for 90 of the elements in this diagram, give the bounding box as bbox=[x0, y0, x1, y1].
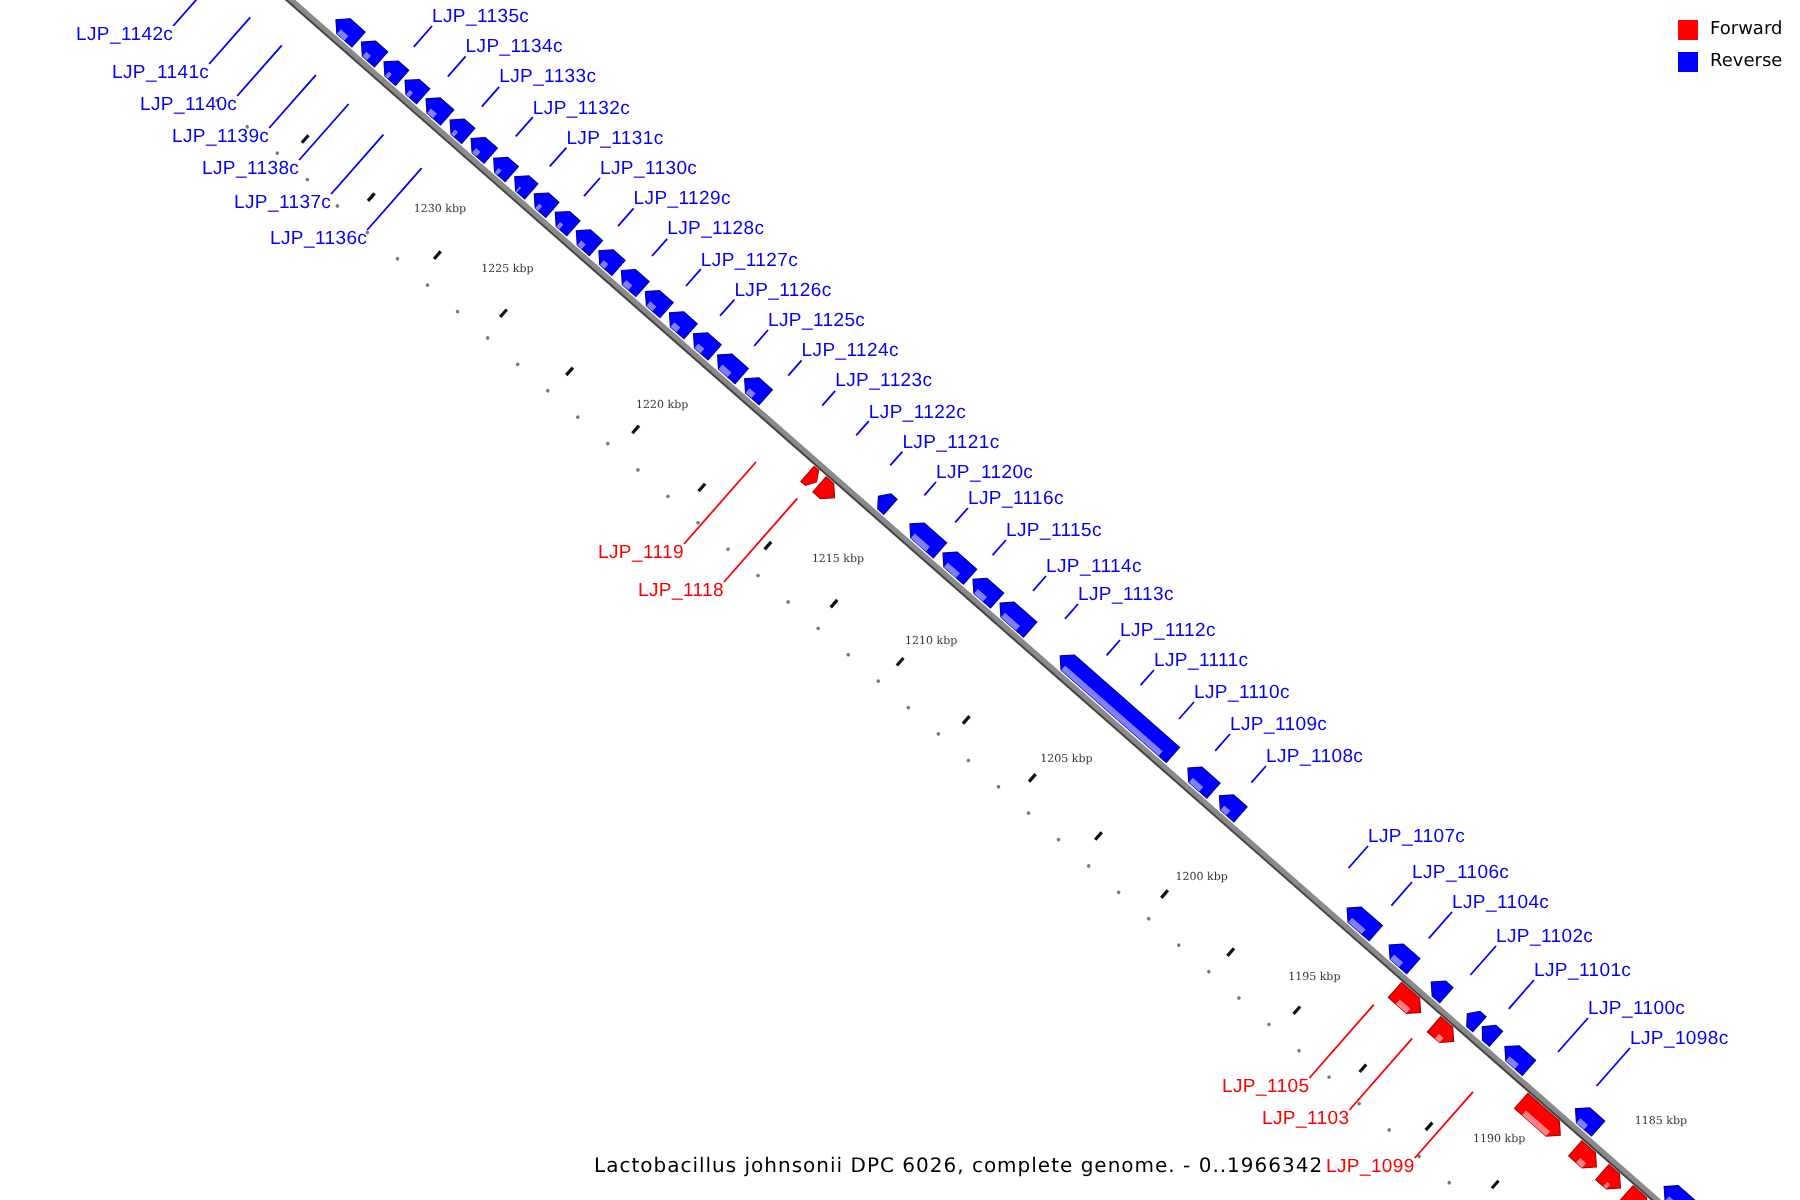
leader-line bbox=[1348, 1037, 1414, 1111]
gene-label: LJP_1142c bbox=[76, 24, 174, 46]
gene-label: LJP_1132c bbox=[532, 97, 631, 120]
gene-label: LJP_1115c bbox=[1006, 520, 1102, 542]
gene-label: LJP_1140c bbox=[140, 94, 238, 116]
leader-line bbox=[923, 481, 937, 497]
gene-label: LJP_1112c bbox=[1120, 620, 1216, 642]
gene-label: LJP_1137c bbox=[234, 192, 332, 214]
leader-line bbox=[330, 133, 385, 195]
leader-line bbox=[1427, 911, 1453, 940]
gene-label: LJP_1124c bbox=[801, 340, 899, 363]
leader-line bbox=[583, 177, 601, 198]
leader-line bbox=[1032, 575, 1047, 592]
legend-label: Reverse bbox=[1710, 50, 1783, 74]
caption: Lactobacillus johnsonii DPC 6026, complete genome. - 0..1966342 bbox=[594, 1156, 1324, 1178]
leader-line bbox=[366, 167, 423, 231]
gene-label: LJP_1131c bbox=[566, 127, 664, 150]
gene-label: LJP_1138c bbox=[202, 158, 300, 180]
leader-line bbox=[723, 497, 799, 583]
gene-label: LJP_1104c bbox=[1452, 892, 1550, 914]
leader-line bbox=[236, 44, 283, 97]
leader-line bbox=[787, 359, 803, 377]
gene-label: LJP_1126c bbox=[734, 279, 832, 302]
leader-line bbox=[1469, 945, 1497, 976]
leader-line bbox=[954, 507, 969, 524]
gene-label: LJP_1139c bbox=[172, 126, 270, 148]
gene-label: LJP_1128c bbox=[667, 218, 765, 241]
gene-label: LJP_1101c bbox=[1534, 960, 1632, 982]
gene-label: LJP_1108c bbox=[1266, 746, 1364, 768]
gene-label: LJP_1133c bbox=[499, 66, 597, 89]
leader-line bbox=[617, 207, 635, 228]
gene-label: LJP_1141c bbox=[112, 62, 210, 84]
gene-label: LJP_1135c bbox=[432, 6, 530, 28]
gene-label: LJP_1129c bbox=[633, 188, 731, 211]
leader-line bbox=[1507, 979, 1535, 1010]
leader-line bbox=[855, 420, 870, 437]
gene-label: LJP_1123c bbox=[835, 370, 933, 393]
leader-line bbox=[208, 16, 252, 65]
leader-line bbox=[889, 450, 904, 467]
leader-line bbox=[1390, 881, 1413, 907]
gene-label: LJP_1110c bbox=[1194, 682, 1290, 704]
legend-label: Forward bbox=[1710, 18, 1783, 42]
leader-line bbox=[1308, 1003, 1375, 1079]
gene-label: LJP_1105 bbox=[1222, 1076, 1310, 1098]
gene-label: LJP_1136c bbox=[270, 228, 368, 250]
leader-line bbox=[412, 25, 433, 48]
gene-label: LJP_1098c bbox=[1630, 1028, 1729, 1050]
leader-line bbox=[685, 268, 702, 287]
gene-label: LJP_1119 bbox=[598, 542, 684, 564]
leader-line bbox=[1178, 701, 1195, 720]
gene-label: LJP_1116c bbox=[968, 488, 1064, 510]
leader-line bbox=[298, 103, 350, 161]
leader-line bbox=[480, 85, 501, 108]
leader-line bbox=[548, 146, 568, 168]
leader-line bbox=[821, 389, 837, 407]
leader-line bbox=[683, 461, 757, 545]
gene-label: LJP_1120c bbox=[936, 462, 1034, 484]
leader-line bbox=[1557, 1017, 1589, 1053]
leader-line bbox=[1250, 765, 1267, 784]
leader-line bbox=[446, 55, 467, 78]
gene-label: LJP_1099 bbox=[1326, 1156, 1415, 1178]
gene-label: LJP_1134c bbox=[465, 36, 563, 59]
gene-label: LJP_1121c bbox=[902, 431, 1000, 454]
leader-line bbox=[1105, 639, 1121, 657]
leader-line bbox=[1064, 603, 1079, 620]
leader-line bbox=[651, 237, 669, 257]
gene-label: LJP_1103 bbox=[1262, 1108, 1350, 1130]
leader-line bbox=[1214, 733, 1231, 752]
leader-line bbox=[1595, 1047, 1631, 1087]
leader-line bbox=[1347, 845, 1369, 869]
gene-label: LJP_1130c bbox=[600, 158, 698, 180]
leader-line bbox=[719, 298, 736, 317]
gene-label: LJP_1125c bbox=[768, 310, 866, 332]
gene-label: LJP_1109c bbox=[1230, 714, 1328, 736]
gene-label: LJP_1122c bbox=[868, 401, 967, 424]
gene-label: LJP_1107c bbox=[1368, 826, 1466, 848]
gene-label: LJP_1114c bbox=[1046, 556, 1142, 578]
gene-label: LJP_1127c bbox=[700, 249, 799, 272]
gene-label: LJP_1106c bbox=[1412, 862, 1510, 884]
gene-label: LJP_1111c bbox=[1154, 650, 1249, 672]
leader-line bbox=[753, 329, 769, 347]
gene-label: LJP_1100c bbox=[1588, 998, 1686, 1020]
gene-label: LJP_1118 bbox=[638, 580, 724, 602]
leader-line bbox=[514, 116, 534, 138]
leader-line bbox=[1413, 1090, 1474, 1159]
leader-line bbox=[268, 74, 317, 129]
gene-label: LJP_1113c bbox=[1078, 584, 1174, 606]
leader-line bbox=[1139, 669, 1155, 687]
leader-line bbox=[991, 539, 1007, 557]
gene-label: LJP_1102c bbox=[1496, 926, 1594, 948]
